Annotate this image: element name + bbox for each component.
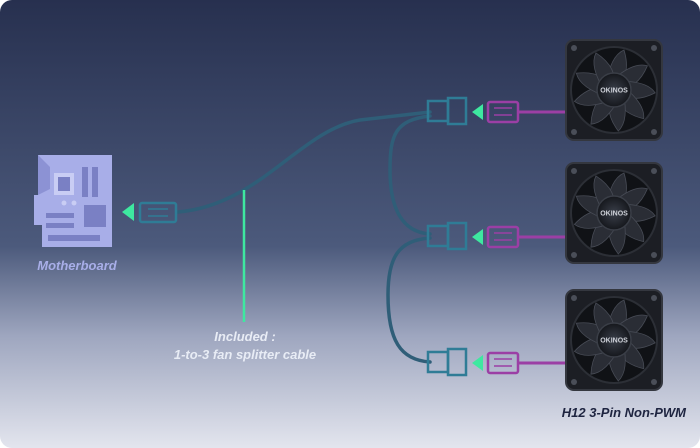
fan-logo-text: OKINOS [600, 211, 628, 218]
cable-label: Included : 1-to-3 fan splitter cable [135, 328, 355, 364]
fan-model-label: H12 3-Pin Non-PWM [561, 405, 686, 420]
fan-plug-3 [472, 351, 568, 375]
cable-label-line1: Included : [214, 329, 276, 344]
arrow-left-icon [472, 355, 483, 371]
arrow-left-icon [472, 104, 483, 120]
fan-2: OKINOS [565, 162, 663, 264]
fan-plug-2 [472, 225, 568, 249]
splitter-cable [176, 110, 432, 364]
fan-3: OKINOS [565, 289, 663, 391]
fans-group: OKINOS OKINOS OKINOS [565, 39, 663, 391]
motherboard-label: Motherboard [37, 258, 117, 273]
splitter-connector-1 [426, 96, 468, 126]
motherboard-icon [34, 155, 112, 247]
motherboard-connector [122, 201, 178, 224]
splitter-connector-3 [426, 347, 468, 377]
arrow-left-icon [122, 203, 134, 221]
fan-logo-text: OKINOS [600, 338, 628, 345]
splitter-connector-2 [426, 221, 468, 251]
fan-1: OKINOS [565, 39, 663, 141]
cable-label-line2: 1-to-3 fan splitter cable [173, 347, 317, 362]
fan-plug-1 [472, 100, 568, 124]
arrow-left-icon [472, 229, 483, 245]
fan-logo-text: OKINOS [600, 88, 628, 95]
